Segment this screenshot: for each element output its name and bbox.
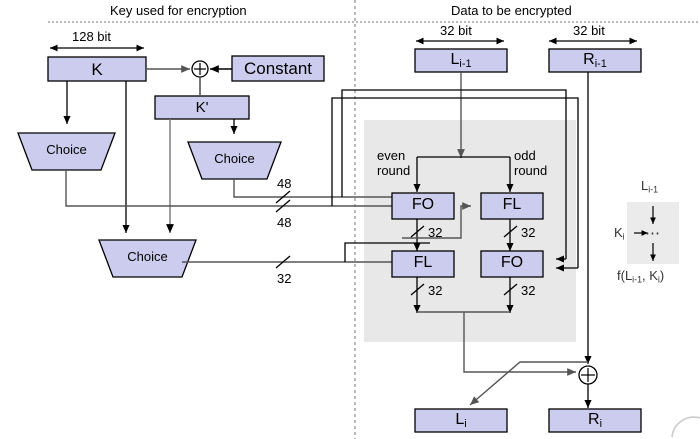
fo-top-left-shape xyxy=(391,192,455,220)
choice-left-shape xyxy=(17,132,116,171)
wire-fo-tl-to-fl-tr xyxy=(402,202,471,239)
key-block-shape xyxy=(47,56,147,82)
fl-bottom-left-label: FL xyxy=(413,254,433,271)
output-left-block-shape xyxy=(414,408,508,433)
input-right-block-shape xyxy=(548,48,642,73)
fo-bottom-right-shape xyxy=(480,250,544,278)
legend-key-label: Ki xyxy=(614,225,625,242)
bus-width-label-48-upper: 48 xyxy=(277,176,292,191)
panel-bus-label-32-a: 32 xyxy=(428,225,443,240)
bus-width-label-48-lower: 48 xyxy=(277,215,292,230)
fl-bottom-left-shape xyxy=(391,250,455,278)
measure-label-128bit: 128 bit xyxy=(72,29,112,44)
fl-top-right-label: FL xyxy=(502,196,522,213)
wire-choiceright-bus48a xyxy=(233,179,410,201)
measure-label-32bit-left: 32 bit xyxy=(440,23,472,38)
panel-bus-label-32-d: 32 xyxy=(521,283,536,298)
legend-output-label: f(Li-1, Ki) xyxy=(617,268,665,285)
panel-bus-label-32-b: 32 xyxy=(521,225,536,240)
wire-bus48a-loop-to-fo-right xyxy=(341,89,567,263)
kprime-block-shape xyxy=(154,95,250,120)
output-right-block-shape xyxy=(548,408,642,433)
panel-slash-marks xyxy=(410,225,518,296)
choice-bottom-shape xyxy=(98,239,197,278)
bus-slash-marks xyxy=(275,190,291,269)
wire-diagonal-to-output-left xyxy=(469,361,588,406)
wire-bus48b-loop-to-fo-right xyxy=(331,97,579,272)
panel-bus-label-32-c: 32 xyxy=(428,283,443,298)
section-title-key: Key used for encryption xyxy=(110,3,247,18)
wire-round-merge xyxy=(417,311,576,376)
fl-top-right-shape xyxy=(480,192,544,220)
fo-bottom-right-label: FO xyxy=(500,254,524,271)
corner-arc-decoration xyxy=(671,416,700,438)
choice-left-label: Choice xyxy=(46,142,87,157)
input-right-block-label: Ri-1 xyxy=(583,51,607,71)
output-left-block-label: Li xyxy=(455,411,467,431)
section-title-data: Data to be encrypted xyxy=(451,3,572,18)
kprime-block-label: K' xyxy=(195,99,209,116)
key-xor-gate xyxy=(191,60,209,78)
wire-bus32-loop-to-fl-left xyxy=(344,242,430,262)
even-round-label: even round xyxy=(377,148,411,178)
section-separators xyxy=(48,0,700,439)
data-xor-gate xyxy=(578,365,598,385)
fo-top-left-label: FO xyxy=(411,196,435,213)
legend-input-label: Li-1 xyxy=(641,178,659,195)
bus-width-label-32: 32 xyxy=(277,271,292,286)
odd-round-label: odd round xyxy=(514,148,548,178)
wire-round-split xyxy=(413,156,514,192)
choice-bottom-label: Choice xyxy=(127,249,168,264)
constant-block-shape xyxy=(231,55,325,82)
key-block-label: K xyxy=(91,60,103,79)
legend-body-glyph: ⋯ xyxy=(645,225,660,242)
input-left-block-label: Li-1 xyxy=(450,51,472,71)
measure-label-32bit-right: 32 bit xyxy=(573,23,605,38)
legend-arrows xyxy=(634,206,656,261)
constant-block-label: Constant xyxy=(243,59,313,78)
choice-right-shape xyxy=(187,141,282,180)
output-right-block-label: Ri xyxy=(588,411,602,431)
choice-right-label: Choice xyxy=(214,151,255,166)
